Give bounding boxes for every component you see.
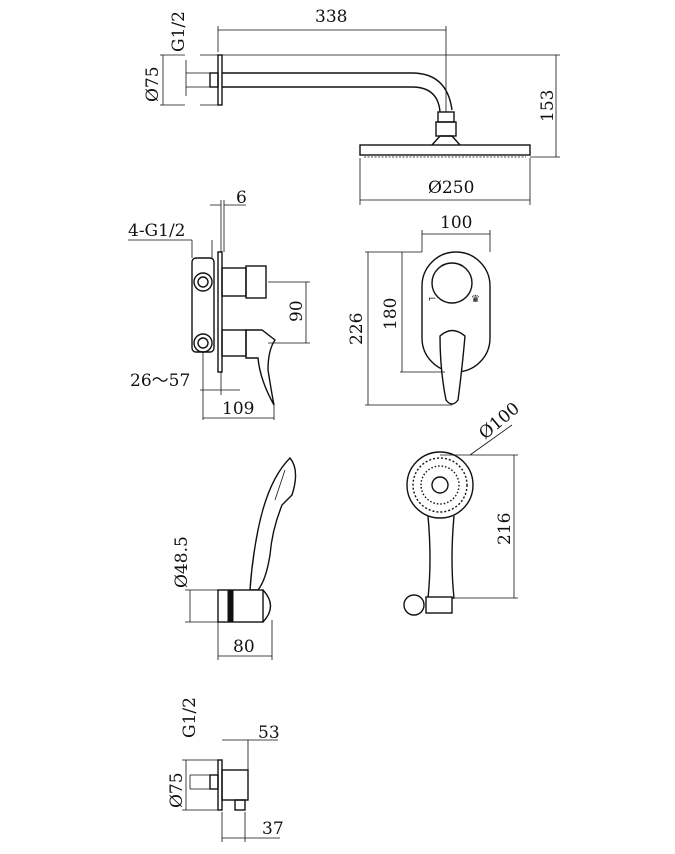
dim-head-diameter: Ø100: [475, 399, 523, 444]
dim-outlet-spacing: 90: [287, 300, 307, 322]
dim-holder-diameter: Ø48.5: [172, 536, 192, 588]
dim-install-depth: 26～57: [130, 371, 190, 391]
mixer-valve-side-drawing: 6 4-G1/2 90 26～57 109: [128, 188, 310, 420]
overhead-shower-drawing: 338 G1/2 Ø75 153 Ø250: [143, 7, 560, 205]
dim-thread: G1/2: [169, 11, 189, 52]
dim-length: 216: [495, 513, 515, 545]
dim-height: 153: [538, 90, 558, 122]
dim-plate-width: 100: [440, 213, 472, 233]
dim-inner-height: 180: [381, 298, 401, 330]
dim-projection: 109: [222, 399, 254, 419]
mixer-valve-front-drawing: ⌐ ♛ 100 226 180: [347, 213, 491, 406]
overhead-icon: ♛: [471, 294, 480, 305]
dim-holder-depth: 80: [233, 637, 255, 657]
dim-thread: G1/2: [180, 697, 200, 738]
dim-nozzle-depth: 37: [262, 819, 284, 839]
dim-inlets: 4-G1/2: [128, 221, 186, 241]
dim-plate-diameter: Ø75: [167, 772, 187, 808]
dim-arm-length: 338: [315, 7, 347, 27]
hand-shower-front-drawing: Ø100 216: [403, 399, 524, 616]
hand-shower-side-drawing: Ø48.5 80: [172, 456, 297, 660]
wall-outlet-drawing: G1/2 53 Ø75 37: [167, 697, 284, 842]
dim-head-diameter: Ø250: [428, 178, 474, 198]
dim-plate-height: 226: [347, 313, 367, 345]
dim-plate-diameter: Ø75: [143, 66, 163, 102]
dim-depth: 53: [258, 723, 280, 743]
shower-icon: ⌐: [428, 294, 436, 305]
dim-plate-thickness: 6: [236, 188, 247, 208]
